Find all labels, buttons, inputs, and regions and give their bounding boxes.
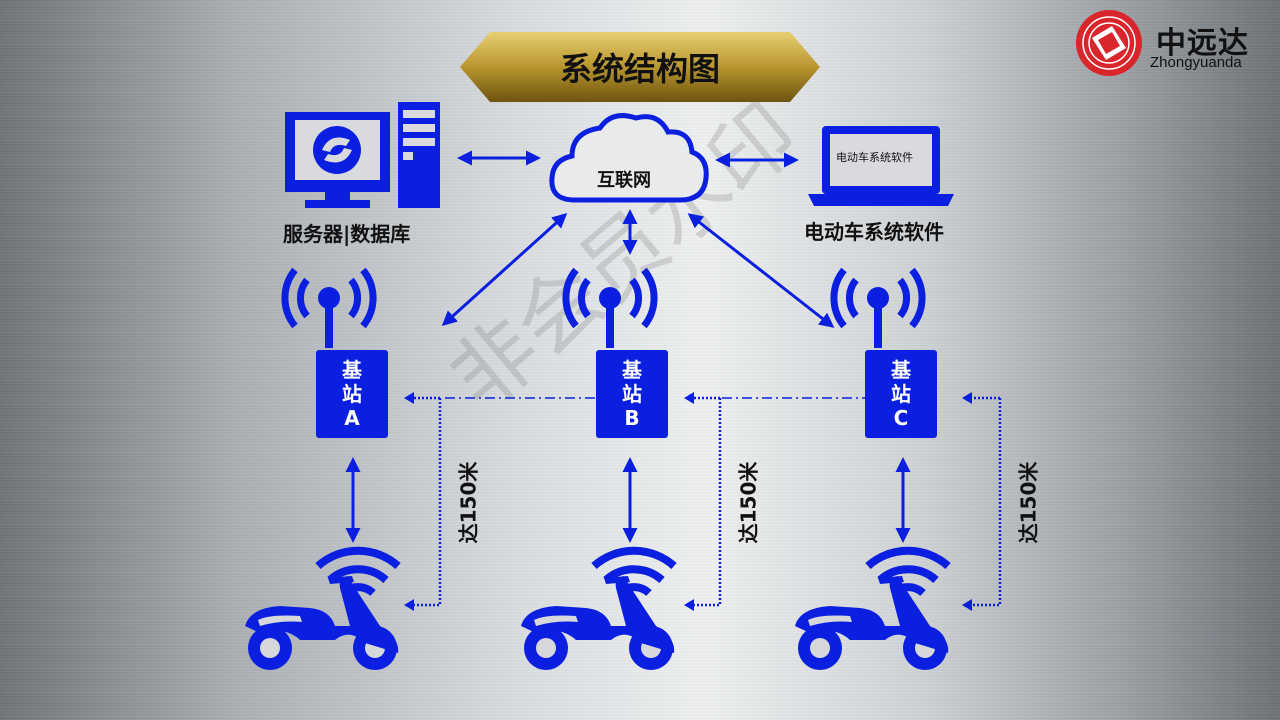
station-a-label: 基 站 A [342,358,362,430]
cloud-station-a-arrow [441,212,568,327]
scooter-c-icon [795,551,948,670]
distance-label-b: 达150米 [736,461,761,544]
station-c-box [865,350,937,438]
station-b-antenna-icon [566,270,654,348]
station-a-antenna-icon [285,270,373,348]
station-a-box [316,350,388,438]
station-c-label: 基 站 C [891,358,911,430]
server-label: 服务器|数据库 [283,222,411,246]
station-b-box [596,350,668,438]
laptop-icon [808,126,954,206]
title-banner: 系统结构图 [460,32,820,102]
logo-emblem-icon [1076,10,1142,76]
laptop-label: 电动车系统软件 [804,220,944,244]
cloud-icon [549,113,709,203]
cloud-station-c-arrow [687,213,835,328]
station-c-antenna-icon [834,270,922,348]
page-title: 系统结构图 [559,50,720,88]
distance-bracket-b [692,396,722,607]
distance-label-c: 达150米 [1016,461,1041,544]
scooter-a-icon [245,551,398,670]
distance-bracket-c [972,396,1002,607]
station-b-label: 基 站 B [622,358,642,430]
company-logo: 中远达 Zhongyuanda [1074,8,1274,78]
distance-label-a: 达150米 [456,461,481,544]
server-icon [285,102,440,208]
scooter-b-icon [521,551,674,670]
distance-bracket-a [412,396,442,607]
logo-name: 中远达 [1156,26,1249,61]
logo-subtitle: Zhongyuanda [1150,54,1242,71]
laptop-screen-text: 电动车系统软件 [836,151,913,164]
cloud-label: 互联网 [597,170,651,191]
